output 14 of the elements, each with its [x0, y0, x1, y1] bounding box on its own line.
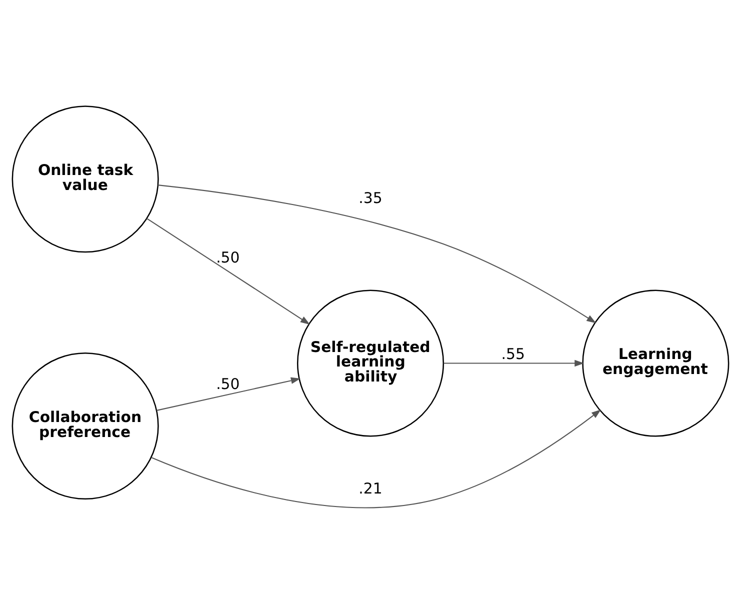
- edge-label: .50: [216, 374, 240, 393]
- node-circle: Learning engagement: [582, 290, 730, 437]
- node-circle: Collaboration preference: [12, 352, 159, 500]
- edge-label: .55: [501, 345, 525, 364]
- arrow: [444, 360, 584, 367]
- node-circle: Online task value: [12, 106, 159, 253]
- node-circle: Self-regulated learning ability: [296, 290, 444, 437]
- arrow: [158, 184, 596, 324]
- edge-label: .50: [216, 248, 240, 266]
- edge-label: .21: [358, 479, 382, 498]
- arrow: [151, 409, 602, 508]
- edge-label: .35: [358, 188, 382, 207]
- arrow: [146, 218, 310, 325]
- arrow: [156, 377, 301, 411]
